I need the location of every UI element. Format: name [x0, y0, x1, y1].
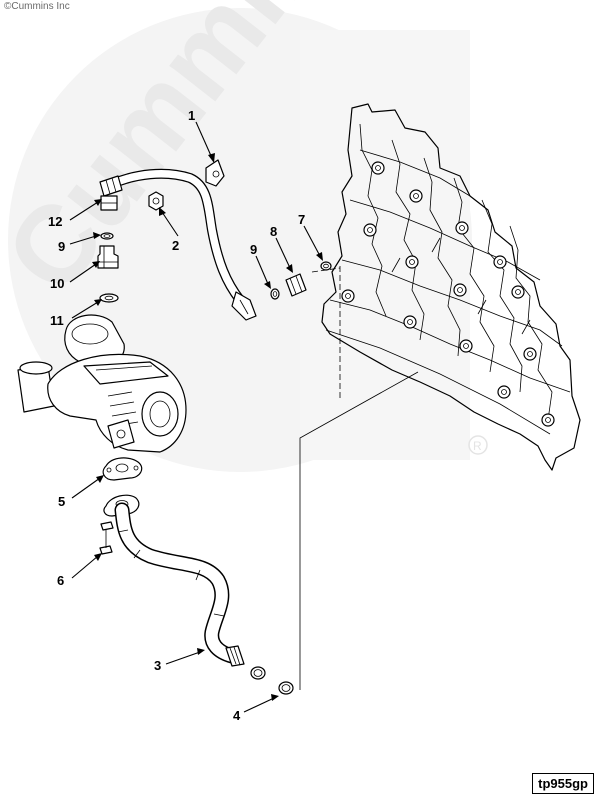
- nut: [148, 191, 164, 211]
- drain-o-rings: [250, 666, 294, 695]
- svg-text:R: R: [473, 439, 482, 453]
- turbocharger: [17, 314, 187, 453]
- callout-9-left: 9: [58, 239, 65, 254]
- sealing-washer: [99, 293, 119, 303]
- callout-12: 12: [48, 214, 62, 229]
- callout-10: 10: [50, 276, 64, 291]
- callout-3: 3: [154, 658, 161, 673]
- drain-gasket: [102, 457, 143, 481]
- block-bolt-bosses: [341, 161, 555, 427]
- figure-code: tp955gp: [532, 773, 594, 794]
- callout-numbers: 1 2 3 4 5 6 7 8 9 9 10 11 12: [48, 108, 305, 723]
- oil-drain-tube: [103, 494, 245, 667]
- engine-block: [321, 103, 581, 471]
- o-ring-right: [270, 288, 280, 300]
- callout-5: 5: [58, 494, 65, 509]
- adapter-fitting: [97, 245, 119, 269]
- o-ring-upper-left: [100, 232, 114, 240]
- connector-fitting: [285, 273, 307, 297]
- elbow-fitting: [100, 195, 118, 211]
- oil-supply-tube: [99, 168, 257, 321]
- registered-mark-icon: [468, 435, 488, 455]
- callout-7: 7: [298, 212, 305, 227]
- o-ring-block-side: [320, 261, 332, 271]
- callout-8: 8: [270, 224, 277, 239]
- callout-1: 1: [188, 108, 195, 123]
- callout-4: 4: [233, 708, 241, 723]
- capscrew: [99, 521, 114, 555]
- callout-11: 11: [50, 313, 64, 328]
- callout-2: 2: [172, 238, 179, 253]
- copyright-notice: ©Cummins Inc: [4, 1, 70, 12]
- callout-6: 6: [57, 573, 64, 588]
- callout-leaders: [69, 121, 323, 713]
- callout-9-right: 9: [250, 242, 257, 257]
- tube-clamp: [205, 159, 225, 187]
